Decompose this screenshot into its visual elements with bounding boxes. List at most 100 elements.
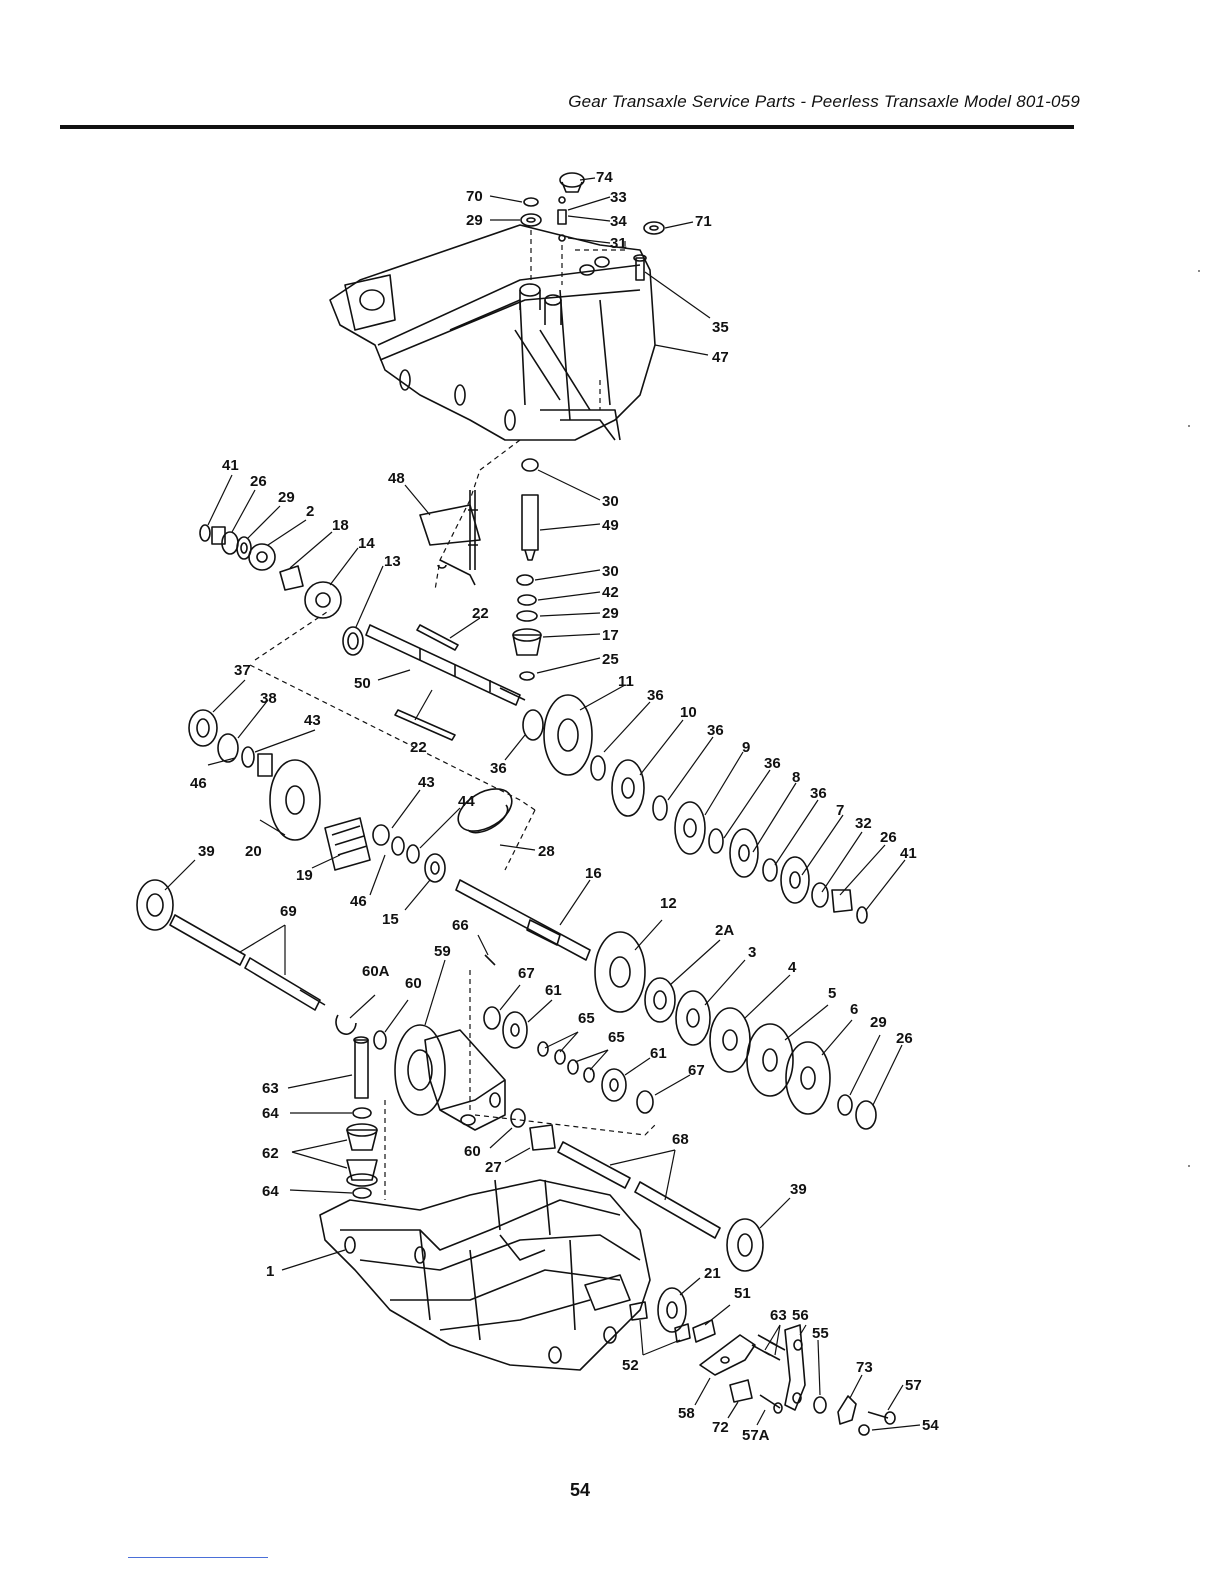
callout-label: 7 xyxy=(836,802,844,819)
callout-label: 65 xyxy=(608,1029,625,1046)
callout-label: 8 xyxy=(792,769,800,786)
callout-label: 26 xyxy=(896,1030,913,1047)
callout-label: 44 xyxy=(458,793,475,810)
upper-housing-drawing xyxy=(329,224,656,441)
callout-label: 62 xyxy=(262,1145,279,1162)
callout-label: 2A xyxy=(715,922,734,939)
callout-label: 1 xyxy=(266,1263,274,1280)
left-guide-lines xyxy=(249,609,536,871)
callout-label: 38 xyxy=(260,690,277,707)
callout-label: 56 xyxy=(792,1307,809,1324)
callout-label: 41 xyxy=(900,845,917,862)
callout-label: 60 xyxy=(405,975,422,992)
callout-label: 22 xyxy=(410,739,427,756)
callout-label: 39 xyxy=(790,1181,807,1198)
edge-mark xyxy=(1198,270,1200,272)
callout-label: 21 xyxy=(704,1265,721,1282)
callout-label: 3 xyxy=(748,944,756,961)
callout-label: 65 xyxy=(578,1010,595,1027)
callout-label: 57 xyxy=(905,1377,922,1394)
callout-label: 57A xyxy=(742,1427,770,1444)
header-rule xyxy=(60,125,1074,129)
callout-label: 10 xyxy=(680,704,697,721)
callout-label: 64 xyxy=(262,1105,279,1122)
callout-label: 64 xyxy=(262,1183,279,1200)
callout-label: 36 xyxy=(764,755,781,772)
callout-label: 6 xyxy=(850,1001,858,1018)
diff-guide-lines xyxy=(384,970,656,1200)
edge-mark xyxy=(1188,1165,1190,1167)
callout-label: 11 xyxy=(618,673,634,690)
callout-label: 26 xyxy=(250,473,267,490)
upper-right-gear-train xyxy=(522,694,868,924)
callout-label: 42 xyxy=(602,584,619,601)
callout-label: 50 xyxy=(354,675,371,692)
callout-label: 74 xyxy=(596,169,613,186)
callout-label: 43 xyxy=(304,712,321,729)
callout-label: 28 xyxy=(538,843,555,860)
edge-mark xyxy=(1188,425,1190,427)
main-shaft-50-drawing xyxy=(365,624,526,741)
callout-label: 26 xyxy=(880,829,897,846)
callout-label: 70 xyxy=(466,188,483,205)
callout-label: 43 xyxy=(418,774,435,791)
callout-label: 5 xyxy=(828,985,836,1002)
callout-label: 35 xyxy=(712,319,729,336)
pinion-parts-drawing xyxy=(346,1036,378,1199)
callout-label: 58 xyxy=(678,1405,695,1422)
callout-label: 41 xyxy=(222,457,239,474)
page-title: Gear Transaxle Service Parts - Peerless … xyxy=(568,92,1080,111)
callout-label: 52 xyxy=(622,1357,639,1374)
right-axle-68-drawing xyxy=(557,1141,764,1272)
callout-label: 20 xyxy=(245,843,262,860)
callout-label: 27 xyxy=(485,1159,502,1176)
callout-label: 2 xyxy=(306,503,314,520)
callout-label: 37 xyxy=(234,662,251,679)
callout-label: 51 xyxy=(734,1285,751,1302)
callout-label: 22 xyxy=(472,605,489,622)
callout-label: 12 xyxy=(660,895,677,912)
page-number: 54 xyxy=(569,1480,591,1500)
callout-label: 60A xyxy=(362,963,390,980)
callout-label: 46 xyxy=(350,893,367,910)
callout-label: 49 xyxy=(602,517,619,534)
callout-label: 17 xyxy=(602,627,619,644)
left-upper-gear-stack xyxy=(199,524,364,656)
callout-label: 15 xyxy=(382,911,399,928)
left-axle-69-drawing xyxy=(136,879,357,1035)
callout-label: 59 xyxy=(434,943,451,960)
callout-label: 25 xyxy=(602,651,619,668)
callout-label: 63 xyxy=(262,1080,279,1097)
lower-right-gear-train xyxy=(455,879,877,1130)
callout-label: 18 xyxy=(332,517,349,534)
footer-link-underline xyxy=(128,1557,268,1558)
callout-label: 47 xyxy=(712,349,729,366)
callout-label: 30 xyxy=(602,493,619,510)
callout-label: 54 xyxy=(922,1417,939,1434)
shift-fork-drawing xyxy=(419,458,542,681)
callout-label: 32 xyxy=(855,815,872,832)
callout-label: 16 xyxy=(585,865,602,882)
callout-label: 29 xyxy=(602,605,619,622)
callout-label: 46 xyxy=(190,775,207,792)
differential-carrier-drawing xyxy=(373,954,654,1151)
top-small-parts xyxy=(520,172,665,281)
callout-label: 66 xyxy=(452,917,469,934)
callout-label: 34 xyxy=(610,213,627,230)
callout-label: 31 xyxy=(610,235,627,252)
callout-label: 30 xyxy=(602,563,619,580)
callout-label: 29 xyxy=(278,489,295,506)
callout-label: 36 xyxy=(707,722,724,739)
callout-label: 68 xyxy=(672,1131,689,1148)
callout-labels: 74 70 33 29 34 71 31 35 47 41 26 29 2 18… xyxy=(190,169,939,1444)
callout-label: 29 xyxy=(870,1014,887,1031)
callout-label: 19 xyxy=(296,867,313,884)
lower-housing-drawing xyxy=(319,1179,651,1371)
callout-label: 63 xyxy=(770,1307,787,1324)
callout-label: 29 xyxy=(466,212,483,229)
callout-label: 9 xyxy=(742,739,750,756)
callout-label: 48 xyxy=(388,470,405,487)
leader-lines xyxy=(164,177,921,1431)
callout-label: 60 xyxy=(464,1143,481,1160)
